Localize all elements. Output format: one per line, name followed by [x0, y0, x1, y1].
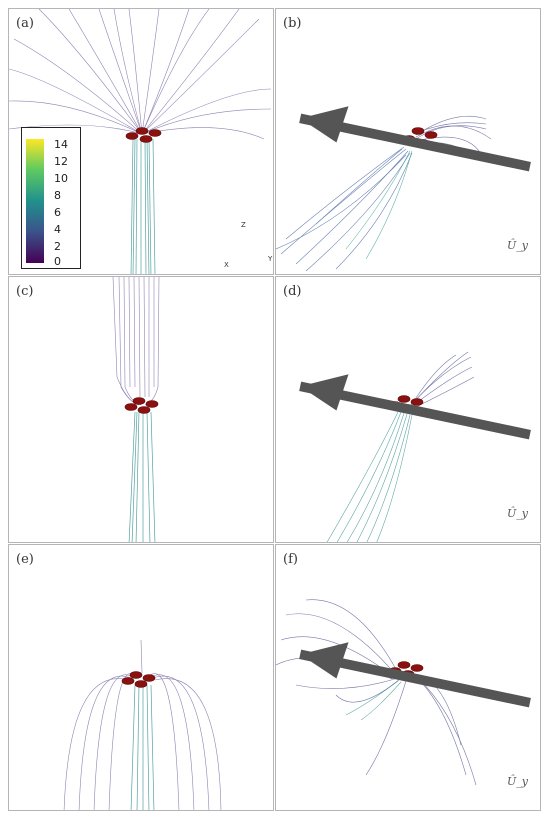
panel-label-a: (a) — [16, 16, 34, 31]
panel-e: (e) — [8, 544, 274, 811]
colorbar-tick: 6 — [54, 206, 61, 219]
colorbar-tick: 2 — [54, 240, 61, 253]
flow-arrow-icon — [299, 642, 531, 708]
colorbar: 14 12 10 8 6 4 2 0 — [21, 127, 81, 269]
panel-label-f: (f) — [283, 552, 298, 567]
colorbar-tick: 0 — [54, 255, 61, 268]
streamlines-a — [9, 9, 272, 274]
axis-z-label: Z — [241, 221, 246, 229]
panel-f: (f) Û_y — [275, 544, 541, 811]
panel-d: (d) Û_y — [275, 276, 541, 543]
flow-arrow-icon — [299, 374, 531, 440]
axis-y-label: Y — [268, 255, 273, 263]
colorbar-tick: 8 — [54, 189, 61, 202]
flow-direction-label: Û_y — [507, 775, 528, 788]
panel-label-d: (d) — [283, 284, 302, 299]
colorbar-tick: 10 — [54, 172, 68, 185]
panel-label-e: (e) — [16, 552, 34, 567]
axis-x-label: X — [224, 261, 229, 269]
colorbar-tick: 12 — [54, 155, 68, 168]
flow-arrow-icon — [299, 106, 531, 172]
panel-label-b: (b) — [283, 16, 302, 31]
colorbar-tick: 14 — [54, 138, 68, 151]
axes-triad: Z X Y — [224, 219, 273, 269]
flow-direction-label: Û_y — [507, 507, 528, 520]
flow-direction-label: Û_y — [507, 239, 528, 252]
panel-a: (a) 14 12 10 8 6 4 2 0 Z X Y — [8, 8, 274, 275]
streamlines-e — [63, 639, 222, 810]
axes-triad-icon — [224, 219, 274, 275]
colorbar-gradient — [26, 139, 44, 263]
panel-c: (c) — [8, 276, 274, 543]
colorbar-tick: 4 — [54, 223, 61, 236]
panel-label-c: (c) — [16, 284, 34, 299]
streamlines-c — [112, 277, 160, 542]
panel-b: (b) Û_y — [275, 8, 541, 275]
